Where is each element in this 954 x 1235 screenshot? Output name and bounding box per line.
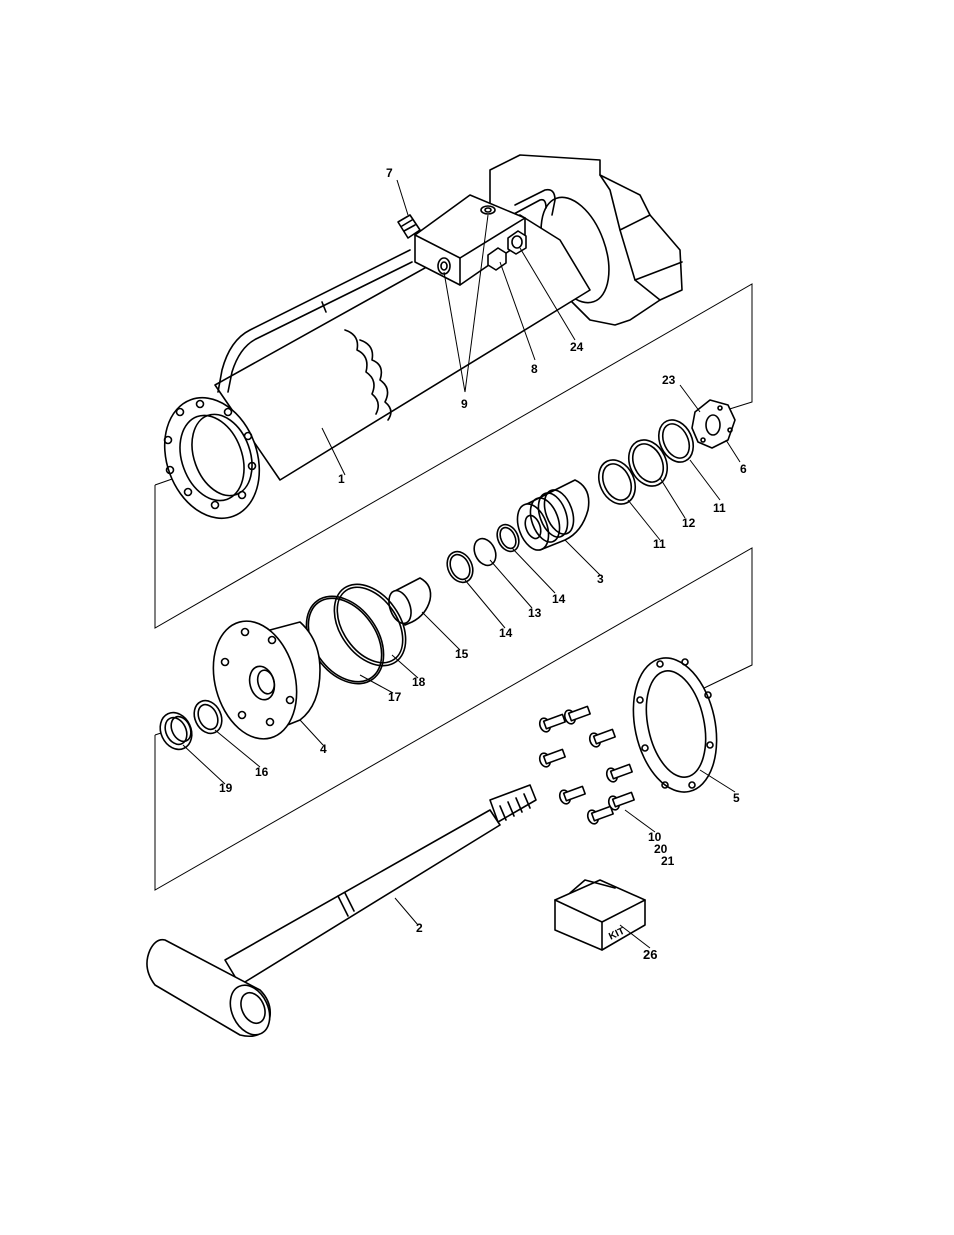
callout-23: 23 [662,373,676,387]
callout-11-upper: 11 [713,501,726,515]
piston-rod [146,784,537,1038]
callout-15: 15 [455,647,469,661]
callout-9: 9 [461,397,468,411]
gasket [632,657,718,793]
callout-8: 8 [531,362,538,376]
callout-14-right: 14 [552,592,566,606]
callout-13: 13 [528,606,542,620]
callout-24: 24 [570,340,584,354]
callout-18: 18 [412,675,426,689]
lock-nut [691,399,736,449]
callout-2: 2 [416,921,423,935]
callout-19: 19 [219,781,233,795]
valve-block [397,194,527,286]
callout-labels: 7 24 8 9 23 1 6 11 12 11 3 14 13 14 15 1… [219,166,747,962]
callout-14-left: 14 [499,626,513,640]
leader-lines [182,179,741,949]
cylinder-barrel [163,154,683,520]
cylinder-head [212,620,321,740]
callout-6: 6 [740,462,747,476]
callout-7: 7 [386,166,393,180]
seal-kit-box: KIT [554,879,646,951]
piston [516,479,590,551]
callout-21: 21 [661,854,675,868]
callout-26: 26 [643,947,657,962]
callout-10: 10 [648,830,662,844]
assembly-guide-lines [154,283,753,891]
callout-5: 5 [733,791,740,805]
callout-17: 17 [388,690,402,704]
callout-11-lower: 11 [653,537,666,551]
callout-12: 12 [682,516,696,530]
callout-1: 1 [338,472,345,486]
callout-3: 3 [597,572,604,586]
callout-16: 16 [255,765,269,779]
cap-screws [538,705,635,825]
callout-4: 4 [320,742,327,756]
callout-20: 20 [654,842,668,856]
